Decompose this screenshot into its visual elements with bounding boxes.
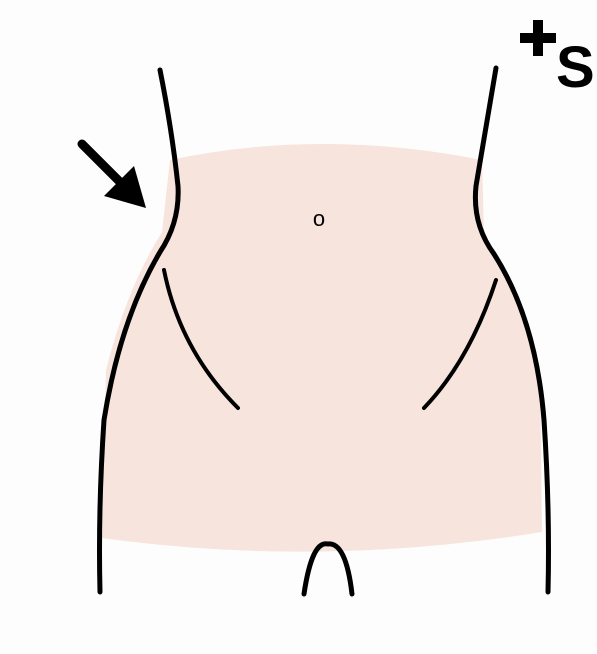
arrow-icon xyxy=(82,144,146,208)
navel-mark: o xyxy=(312,207,326,231)
corner-letter: S xyxy=(556,36,595,100)
plus-icon xyxy=(520,20,556,56)
corner-label: S xyxy=(516,14,597,104)
